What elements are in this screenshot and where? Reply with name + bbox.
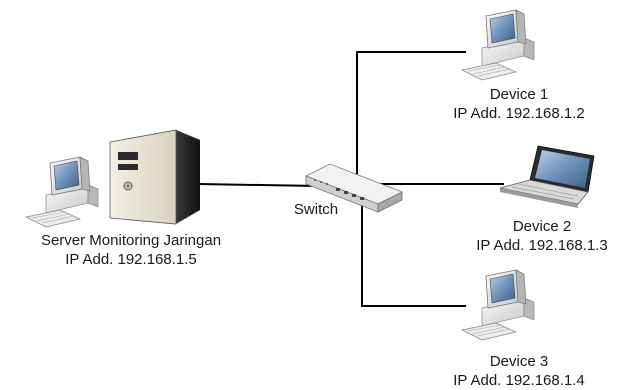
server-ip: IP Add. 192.168.1.5 (65, 251, 197, 268)
device-1-ip: IP Add. 192.168.1.2 (453, 105, 585, 122)
desktop-computer-icon (25, 156, 99, 228)
switch-label: Switch (293, 201, 339, 218)
server-tower-icon (109, 129, 200, 225)
server-name: Server Monitoring Jaringan (40, 232, 222, 249)
link-switch-device-1 (356, 51, 466, 176)
device-1-name: Device 1 (489, 86, 549, 103)
device-2-ip: IP Add. 192.168.1.3 (476, 237, 608, 254)
server-label: Server Monitoring Jaringan IP Add. 192.1… (6, 231, 256, 269)
laptop-icon (499, 145, 595, 208)
device-2-name: Device 2 (512, 218, 572, 235)
device-2-label: Device 2 IP Add. 192.168.1.3 (462, 217, 622, 255)
desktop-computer-icon (461, 9, 535, 81)
desktop-computer-icon (461, 269, 535, 341)
network-links (197, 51, 504, 307)
link-switch-device-3 (361, 200, 466, 307)
device-3-label: Device 3 IP Add. 192.168.1.4 (436, 352, 602, 390)
device-3-name: Device 3 (489, 353, 549, 370)
device-3-ip: IP Add. 192.168.1.4 (453, 372, 585, 389)
network-switch-icon (305, 163, 403, 213)
link-server-switch (197, 183, 319, 187)
device-1-label: Device 1 IP Add. 192.168.1.2 (444, 85, 594, 123)
